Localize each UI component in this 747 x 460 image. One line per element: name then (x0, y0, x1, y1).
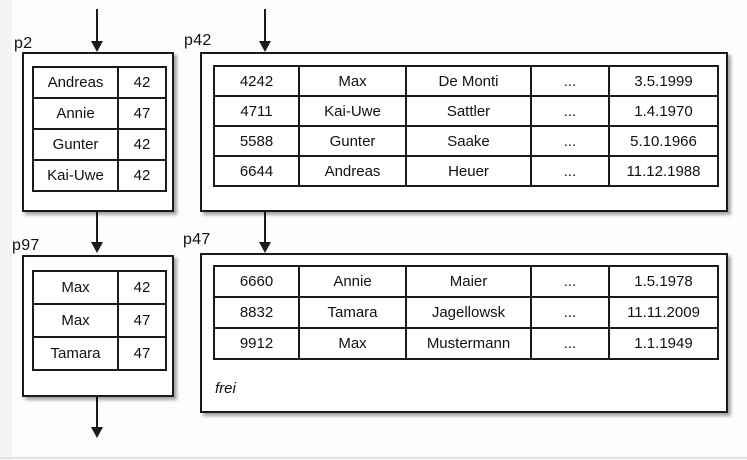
table-cell: Andreas (298, 155, 407, 187)
arrow-head-icon (259, 242, 271, 253)
table-cell: 8832 (213, 296, 300, 329)
table-row: 9912 Max Mustermann ... 1.1.1949 (213, 327, 719, 360)
table-cell: Gunter (32, 128, 119, 161)
table-cell: 1.5.1978 (608, 265, 719, 298)
table-cell: ... (530, 296, 610, 329)
table-cell: ... (530, 125, 610, 157)
table-cell: Tamara (298, 296, 407, 329)
page-box-p97: Max 42 Max 47 Tamara 47 (22, 255, 174, 397)
table-cell: 6644 (213, 155, 300, 187)
table-row: 6660 Annie Maier ... 1.5.1978 (213, 265, 719, 298)
table-cell: 11.12.1988 (608, 155, 719, 187)
table-cell: Heuer (405, 155, 532, 187)
table-cell: 11.11.2009 (608, 296, 719, 329)
table-cell: 5588 (213, 125, 300, 157)
table-cell: Gunter (298, 125, 407, 157)
table-cell: 42 (117, 128, 167, 161)
page-edge-left (0, 0, 12, 460)
table-row: Max 47 (32, 303, 167, 338)
table-row: 4242 Max De Monti ... 3.5.1999 (213, 65, 719, 97)
index-table-p97: Max 42 Max 47 Tamara 47 (32, 270, 167, 371)
table-cell: Annie (298, 265, 407, 298)
table-cell: Max (298, 65, 407, 97)
record-table-p47: 6660 Annie Maier ... 1.5.1978 8832 Tamar… (213, 265, 719, 360)
table-cell: ... (530, 155, 610, 187)
page-bottom-divider (0, 457, 747, 459)
table-row: Annie 47 (32, 97, 167, 130)
table-cell: ... (530, 265, 610, 298)
page-label-p47: p47 (183, 231, 211, 248)
table-cell: Tamara (32, 336, 119, 371)
table-cell: Max (298, 327, 407, 360)
page-label-p42: p42 (184, 32, 212, 49)
table-row: 6644 Andreas Heuer ... 11.12.1988 (213, 155, 719, 187)
arrow-head-icon (259, 41, 271, 52)
table-row: 4711 Kai-Uwe Sattler ... 1.4.1970 (213, 95, 719, 127)
table-row: 5588 Gunter Saake ... 5.10.1966 (213, 125, 719, 157)
table-cell: 3.5.1999 (608, 65, 719, 97)
table-cell: Mustermann (405, 327, 532, 360)
table-cell: 47 (117, 336, 167, 371)
table-cell: 6660 (213, 265, 300, 298)
page-box-p47: 6660 Annie Maier ... 1.5.1978 8832 Tamar… (200, 253, 728, 413)
table-cell: 4711 (213, 95, 300, 127)
arrow-out-of-p97 (90, 397, 104, 438)
table-cell: Saake (405, 125, 532, 157)
arrow-p42-to-p47 (258, 212, 272, 253)
table-cell: Kai-Uwe (298, 95, 407, 127)
arrow-shaft (264, 212, 266, 242)
arrow-shaft (96, 212, 98, 242)
table-cell: 42 (117, 66, 167, 99)
arrow-into-p2 (90, 9, 104, 52)
page-label-p2: p2 (14, 35, 33, 52)
table-cell: 1.1.1949 (608, 327, 719, 360)
table-cell: Kai-Uwe (32, 159, 119, 192)
table-row: 8832 Tamara Jagellowsk ... 11.11.2009 (213, 296, 719, 329)
table-cell: 47 (117, 97, 167, 130)
table-cell: Max (32, 303, 119, 338)
table-row: Kai-Uwe 42 (32, 159, 167, 192)
table-row: Andreas 42 (32, 66, 167, 99)
arrow-shaft (264, 9, 266, 41)
record-table-p42: 4242 Max De Monti ... 3.5.1999 4711 Kai-… (213, 65, 719, 187)
table-cell: Sattler (405, 95, 532, 127)
page-box-p2: Andreas 42 Annie 47 Gunter 42 Kai-Uwe 42 (22, 52, 174, 212)
table-cell: 42 (117, 159, 167, 192)
table-cell: Andreas (32, 66, 119, 99)
free-space-label: frei (215, 380, 236, 397)
table-cell: 4242 (213, 65, 300, 97)
table-cell: ... (530, 95, 610, 127)
page-label-p97: p97 (12, 237, 40, 254)
table-cell: Maier (405, 265, 532, 298)
table-row: Max 42 (32, 270, 167, 305)
arrow-head-icon (91, 41, 103, 52)
arrow-head-icon (91, 427, 103, 438)
page-box-p42: 4242 Max De Monti ... 3.5.1999 4711 Kai-… (200, 52, 728, 212)
table-cell: ... (530, 327, 610, 360)
table-cell: ... (530, 65, 610, 97)
table-cell: 1.4.1970 (608, 95, 719, 127)
arrow-p2-to-p97 (90, 212, 104, 253)
arrow-shaft (96, 9, 98, 41)
table-cell: Max (32, 270, 119, 305)
arrow-shaft (96, 397, 98, 427)
table-cell: Annie (32, 97, 119, 130)
table-cell: 42 (117, 270, 167, 305)
table-cell: De Monti (405, 65, 532, 97)
table-cell: 9912 (213, 327, 300, 360)
table-cell: Jagellowsk (405, 296, 532, 329)
arrow-into-p42 (258, 9, 272, 52)
arrow-head-icon (91, 242, 103, 253)
table-row: Tamara 47 (32, 336, 167, 371)
table-cell: 47 (117, 303, 167, 338)
table-cell: 5.10.1966 (608, 125, 719, 157)
table-row: Gunter 42 (32, 128, 167, 161)
index-table-p2: Andreas 42 Annie 47 Gunter 42 Kai-Uwe 42 (32, 66, 167, 192)
